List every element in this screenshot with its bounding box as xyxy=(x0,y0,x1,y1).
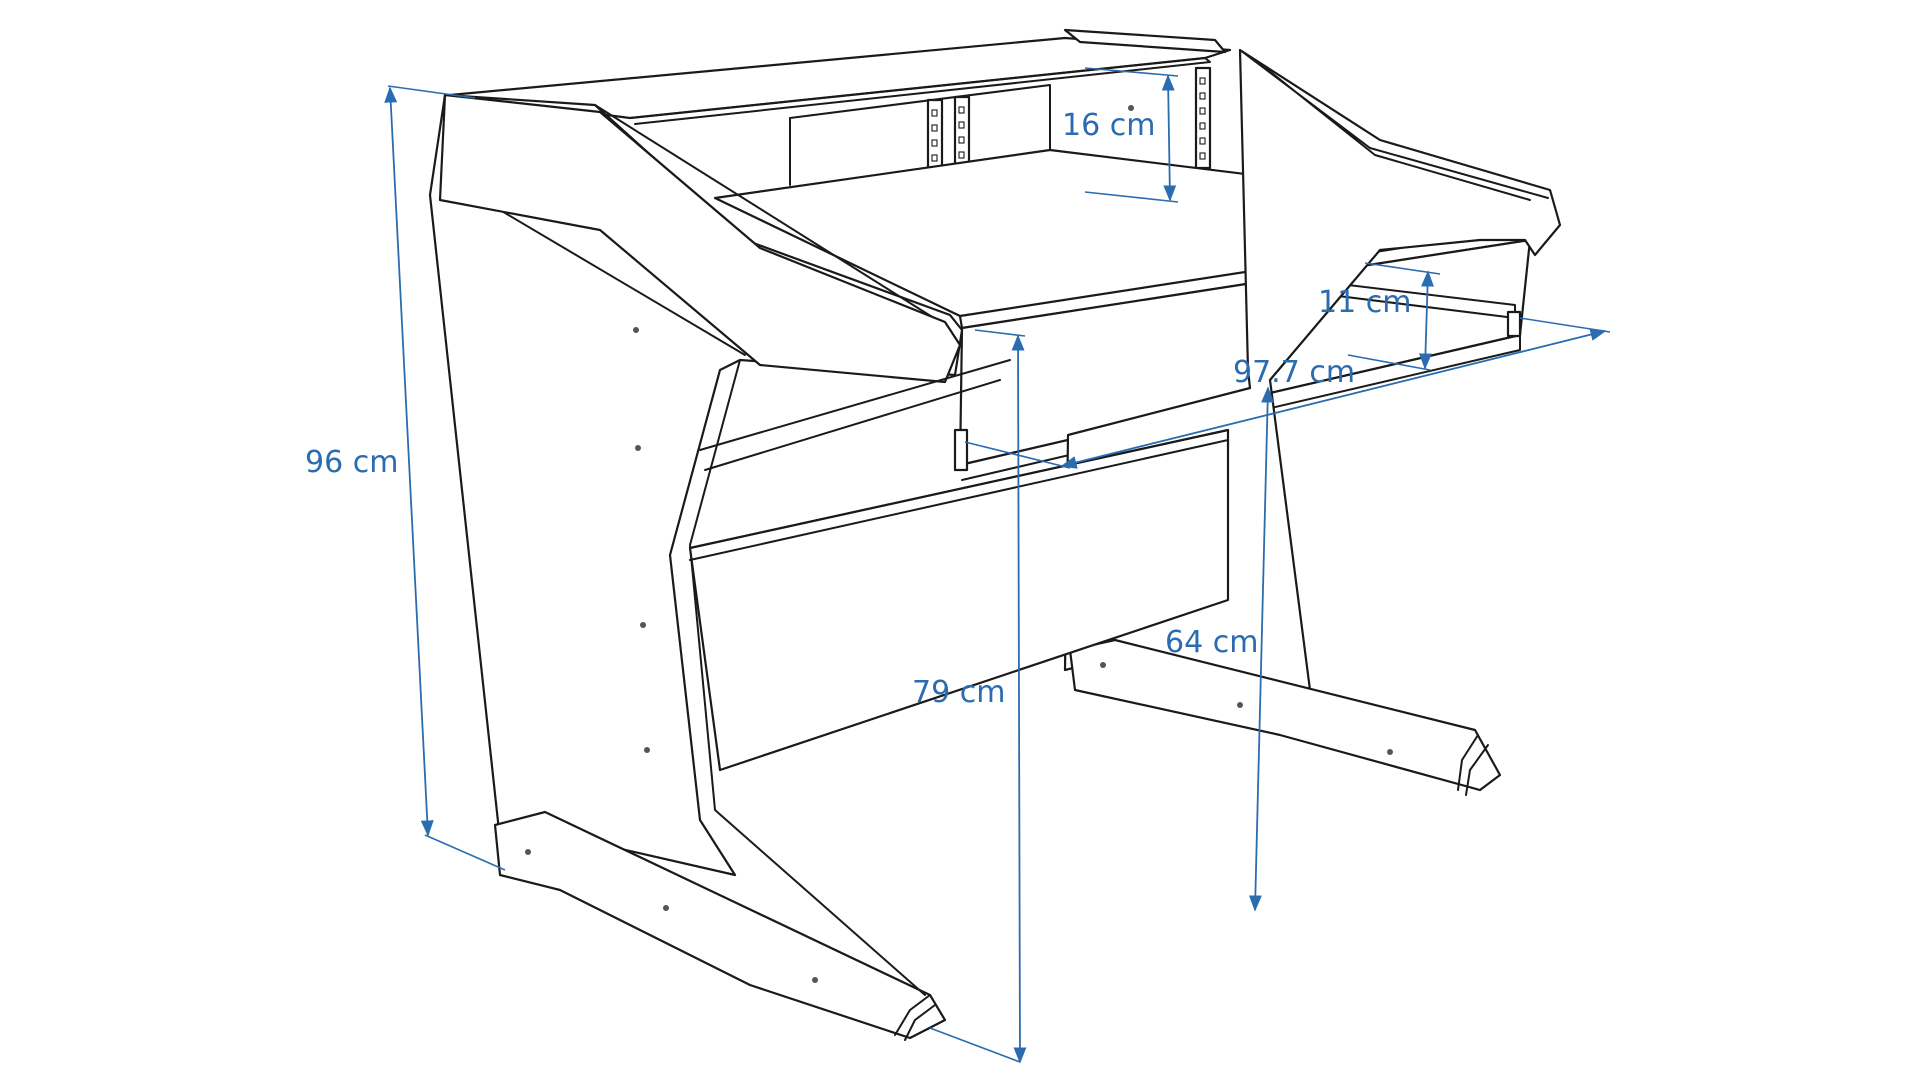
right-armrest xyxy=(1239,49,1549,201)
dim-width: 97.7 cm xyxy=(964,317,1611,469)
dim-width-label: 97.7 cm xyxy=(1233,355,1355,390)
dim-total-height-label: 96 cm xyxy=(305,445,398,480)
dim-tray-height-label: 11 cm xyxy=(1318,285,1411,320)
dim-total-height: 96 cm xyxy=(305,85,506,871)
modesty-panel xyxy=(688,428,1230,772)
right-foot-edge xyxy=(1457,734,1489,796)
dim-tray-height: 11 cm xyxy=(1318,262,1441,371)
tray-bracket-left xyxy=(953,428,969,472)
lower-crossbar xyxy=(699,359,1011,471)
dim-desk-height: 79 cm xyxy=(912,329,1027,1064)
left-foot-edge xyxy=(894,994,936,1041)
dim-knee-depth-label: 64 cm xyxy=(1165,625,1258,660)
dim-desk-height-label: 79 cm xyxy=(912,675,1005,710)
top-shelf-right-cap xyxy=(1063,28,1227,54)
left-foot xyxy=(493,810,947,1040)
left-armrest xyxy=(438,93,962,384)
dim-knee-depth: 64 cm xyxy=(1165,386,1275,912)
screw-holes xyxy=(525,105,1393,983)
dimension-annotations: 96 cm 79 cm 16 cm 11 cm 97.7 xyxy=(305,67,1611,1064)
desk-illustration xyxy=(428,28,1562,1041)
left-leg-inner xyxy=(689,359,926,996)
dim-shelf-height-label: 16 cm xyxy=(1062,108,1155,143)
tray-bracket-right xyxy=(1506,310,1522,338)
dim-shelf-height: 16 cm xyxy=(1062,67,1179,203)
back-panel xyxy=(789,84,1051,186)
top-shelf-front-edge xyxy=(629,57,1211,125)
